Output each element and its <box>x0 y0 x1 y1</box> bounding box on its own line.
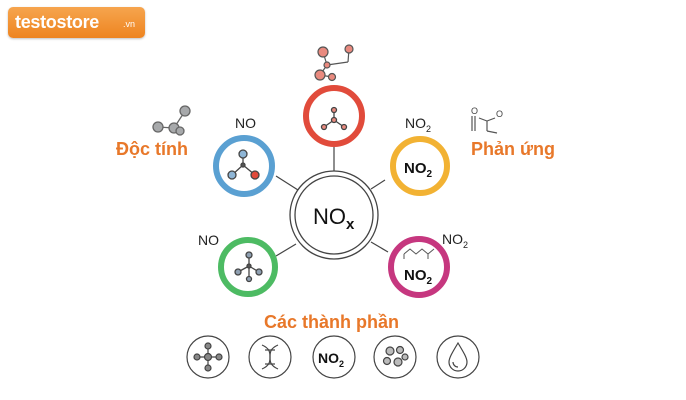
blue-node <box>213 135 275 197</box>
red-node <box>303 85 365 147</box>
no2-label-lower: NO2 <box>442 231 468 250</box>
no-label-upper: NO <box>235 115 256 131</box>
svg-text:NOx: NOx <box>313 204 355 233</box>
yellow-ring-formula-main: NO <box>404 160 427 177</box>
heading-components: Các thành phần <box>264 312 400 332</box>
molecule-icon <box>152 105 191 136</box>
svg-text:NO2: NO2 <box>404 267 433 287</box>
heading-reactions: Phản ứng <box>471 139 556 159</box>
nox-center-sub: x <box>346 216 355 233</box>
brand-logo[interactable]: testostore .vn <box>8 7 145 38</box>
dna-helix-icon[interactable] <box>248 335 292 379</box>
droplet-icon[interactable] <box>436 335 480 379</box>
nox-center-node: NOx <box>289 170 379 260</box>
yellow-ring-formula-sub: 2 <box>427 169 433 180</box>
svg-text:NO2: NO2 <box>404 160 433 180</box>
bottom-no2-main: NO <box>318 350 339 366</box>
svg-text:O: O <box>496 109 503 119</box>
yellow-node: NO2 <box>390 136 450 196</box>
no2-formula-icon[interactable]: NO2 <box>312 335 356 379</box>
chemical-structure-icon: O O <box>471 106 503 134</box>
brand-logo-suffix: .vn <box>123 19 136 29</box>
nox-center-main: NO <box>313 204 346 229</box>
molecule-icon <box>314 44 354 82</box>
no2-label-upper: NO2 <box>405 115 431 134</box>
bottom-icon-row: NO2 <box>186 335 480 379</box>
connector-lines <box>275 147 389 257</box>
molecular-cluster-icon[interactable] <box>373 335 417 379</box>
heading-toxicity: Độc tính <box>116 139 188 159</box>
molecule-icon <box>234 251 263 283</box>
magenta-ring-formula-main: NO <box>404 267 427 284</box>
magenta-node: NO2 <box>388 236 450 298</box>
magenta-ring-formula-sub: 2 <box>427 276 433 287</box>
molecule-icon <box>227 149 260 180</box>
bottom-no2-sub: 2 <box>339 359 344 369</box>
green-node <box>218 237 278 297</box>
brand-logo-text: testostore <box>15 12 100 32</box>
no-label-lower: NO <box>198 232 219 248</box>
molecule-network-icon[interactable] <box>186 335 230 379</box>
svg-text:NO2: NO2 <box>318 350 344 369</box>
molecule-icon <box>320 106 348 131</box>
chemical-structure-icon <box>403 248 435 259</box>
svg-text:O: O <box>471 106 478 116</box>
